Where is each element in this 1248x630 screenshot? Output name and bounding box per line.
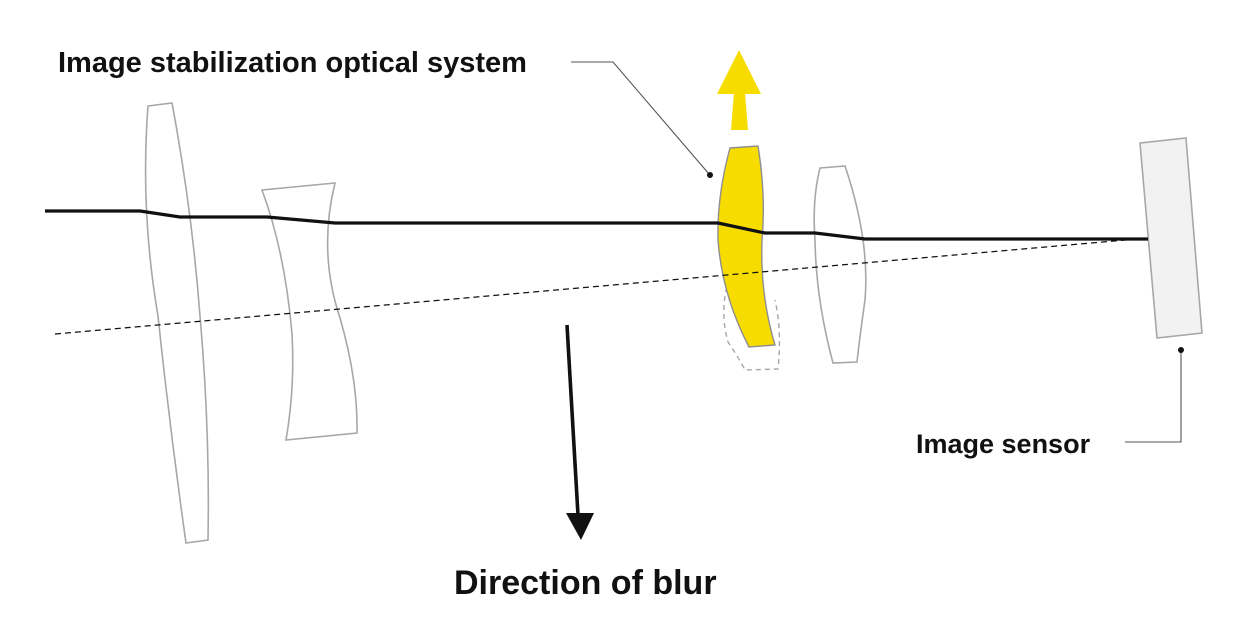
sensor-leader-line bbox=[1125, 350, 1182, 443]
stabilizer-leader-dot bbox=[707, 172, 713, 178]
stabilizer-lens bbox=[717, 145, 776, 348]
arrow-up-icon bbox=[717, 50, 761, 130]
sensor-label: Image sensor bbox=[916, 429, 1091, 459]
blur-direction-label: Direction of blur bbox=[454, 564, 717, 602]
sensor-leader-dot bbox=[1178, 347, 1184, 353]
solid-ray-line bbox=[45, 209, 1148, 241]
lens-element-4 bbox=[813, 165, 867, 364]
stabilizer-label: Image stabilization optical system bbox=[58, 47, 527, 79]
arrow-down-icon bbox=[565, 324, 594, 540]
dashed-ray-line bbox=[54, 237, 1149, 335]
stabilizer-original-position bbox=[723, 269, 781, 371]
stabilizer-leader-line bbox=[571, 61, 710, 175]
image-sensor-block bbox=[1139, 137, 1203, 339]
